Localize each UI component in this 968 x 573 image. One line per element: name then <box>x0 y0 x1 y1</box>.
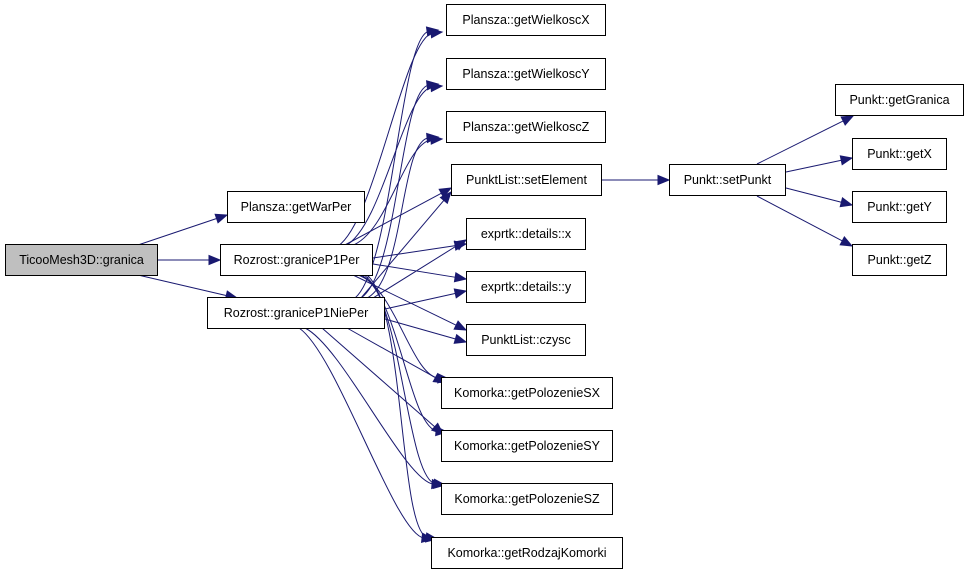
node-punkt-getz[interactable]: Punkt::getZ <box>852 244 947 276</box>
edge-granicep1nieper-to-getpolozeniesy <box>321 327 437 429</box>
edge-granicep1nieper-to-czysc <box>384 318 458 341</box>
node-punktlist-setelement[interactable]: PunktList::setElement <box>451 164 602 196</box>
edge-granicep1nieper-to-detailsy <box>384 292 458 310</box>
edge-setpunkt-to-gety <box>785 187 844 204</box>
edge-granicep1nieper-to-detailsx-arrowhead <box>453 239 468 251</box>
node-rozrost-granicep1per[interactable]: Rozrost::graniceP1Per <box>220 244 373 276</box>
edge-setpunkt-to-getx-arrowhead <box>839 155 854 166</box>
edge-granicep1nieper-to-getrodzajkomorki <box>298 327 425 539</box>
node-rozrost-granicep1nieper[interactable]: Rozrost::graniceP1NiePer <box>207 297 385 329</box>
node-komorka-getrodzajkomorki[interactable]: Komorka::getRodzajKomorki <box>431 537 623 569</box>
edge-setpunkt-to-getz-arrowhead <box>839 236 854 247</box>
node-punkt-getx[interactable]: Punkt::getX <box>852 138 947 170</box>
edge-ticoo-to-getwarper-arrowhead <box>214 213 229 224</box>
edge-granicep1per-to-getwielkoscy <box>344 86 434 247</box>
edge-granicep1nieper-to-setelement-arrowhead <box>439 190 452 205</box>
node-exprtk-details-y[interactable]: exprtk::details::y <box>466 271 586 303</box>
edge-granicep1nieper-to-setelement <box>360 198 446 299</box>
edge-granicep1per-to-setelement <box>342 191 444 247</box>
edge-granicep1per-to-getwielkoscx <box>337 32 434 247</box>
edge-granicep1nieper-to-getpolozeniesx <box>346 327 438 380</box>
edge-setpunkt-to-getgranica-arrowhead <box>840 115 855 126</box>
edge-granicep1nieper-to-getwielkoscz-arrowhead <box>426 132 440 144</box>
edge-ticoo-to-getwarper <box>137 217 219 246</box>
edge-setelement-to-setpunkt-arrowhead <box>657 174 671 186</box>
edge-granicep1nieper-to-getwielkoscy <box>360 84 430 299</box>
edge-granicep1nieper-to-getwielkoscx-arrowhead <box>425 26 440 37</box>
edge-granicep1nieper-to-getwielkoscx <box>354 30 430 299</box>
edge-granicep1nieper-to-czysc-arrowhead <box>453 333 468 344</box>
edge-granicep1per-to-czysc-arrowhead <box>453 320 468 331</box>
edge-setpunkt-to-getx <box>785 159 844 173</box>
node-plansza-getwielkoscy[interactable]: Plansza::getWielkoscY <box>446 58 606 90</box>
edge-granicep1per-to-setelement-arrowhead <box>438 187 453 199</box>
edge-granicep1per-to-detailsx <box>372 244 458 259</box>
node-plansza-getwarper[interactable]: Plansza::getWarPer <box>227 191 365 223</box>
node-komorka-getpolozeniesx[interactable]: Komorka::getPolozenieSX <box>441 377 613 409</box>
node-ticoomesh3d-granica[interactable]: TicooMesh3D::granica <box>5 244 158 276</box>
edge-granicep1per-to-getrodzajkomorki <box>366 274 429 539</box>
node-plansza-getwielkoscx[interactable]: Plansza::getWielkoscX <box>446 4 606 36</box>
edge-ticoo-to-granicep1nieper <box>137 274 229 297</box>
edge-granicep1per-to-czysc <box>352 274 459 327</box>
node-punkt-gety[interactable]: Punkt::getY <box>852 191 947 223</box>
node-punktlist-czysc[interactable]: PunktList::czysc <box>466 324 586 356</box>
node-komorka-getpolozeniesy[interactable]: Komorka::getPolozenieSY <box>441 430 613 462</box>
edge-granicep1nieper-to-getpolozeniesz <box>304 327 435 485</box>
edge-granicep1per-to-getwielkoscz <box>350 139 434 247</box>
edge-granicep1per-to-detailsy <box>372 263 458 279</box>
edge-setpunkt-to-gety-arrowhead <box>839 197 854 208</box>
node-komorka-getpolozeniesz[interactable]: Komorka::getPolozenieSZ <box>441 483 613 515</box>
edge-setpunkt-to-getgranica <box>756 119 846 165</box>
node-exprtk-details-x[interactable]: exprtk::details::x <box>466 218 586 250</box>
edge-granicep1nieper-to-getwielkoscy-arrowhead <box>425 80 440 91</box>
edge-granicep1nieper-to-getpolozeniesz-arrowhead <box>431 478 445 490</box>
edge-granicep1per-to-detailsy-arrowhead <box>453 271 468 283</box>
node-plansza-getwielkoscz[interactable]: Plansza::getWielkoscZ <box>446 111 606 143</box>
edge-granicep1nieper-to-getwielkoscz <box>366 137 430 299</box>
edge-granicep1nieper-to-getrodzajkomorki-arrowhead <box>420 532 435 543</box>
edge-granicep1per-to-getpolozeniesz <box>363 274 437 485</box>
edge-granicep1nieper-to-detailsy-arrowhead <box>453 288 468 299</box>
edge-granicep1nieper-to-getpolozeniesy-arrowhead <box>430 422 444 435</box>
edge-setpunkt-to-getz <box>756 195 845 243</box>
edge-granicep1nieper-to-detailsx <box>372 244 459 299</box>
node-punkt-getgranica[interactable]: Punkt::getGranica <box>835 84 964 116</box>
edge-ticoo-to-granicep1per-arrowhead <box>208 254 222 266</box>
node-punkt-setpunkt[interactable]: Punkt::setPunkt <box>669 164 786 196</box>
